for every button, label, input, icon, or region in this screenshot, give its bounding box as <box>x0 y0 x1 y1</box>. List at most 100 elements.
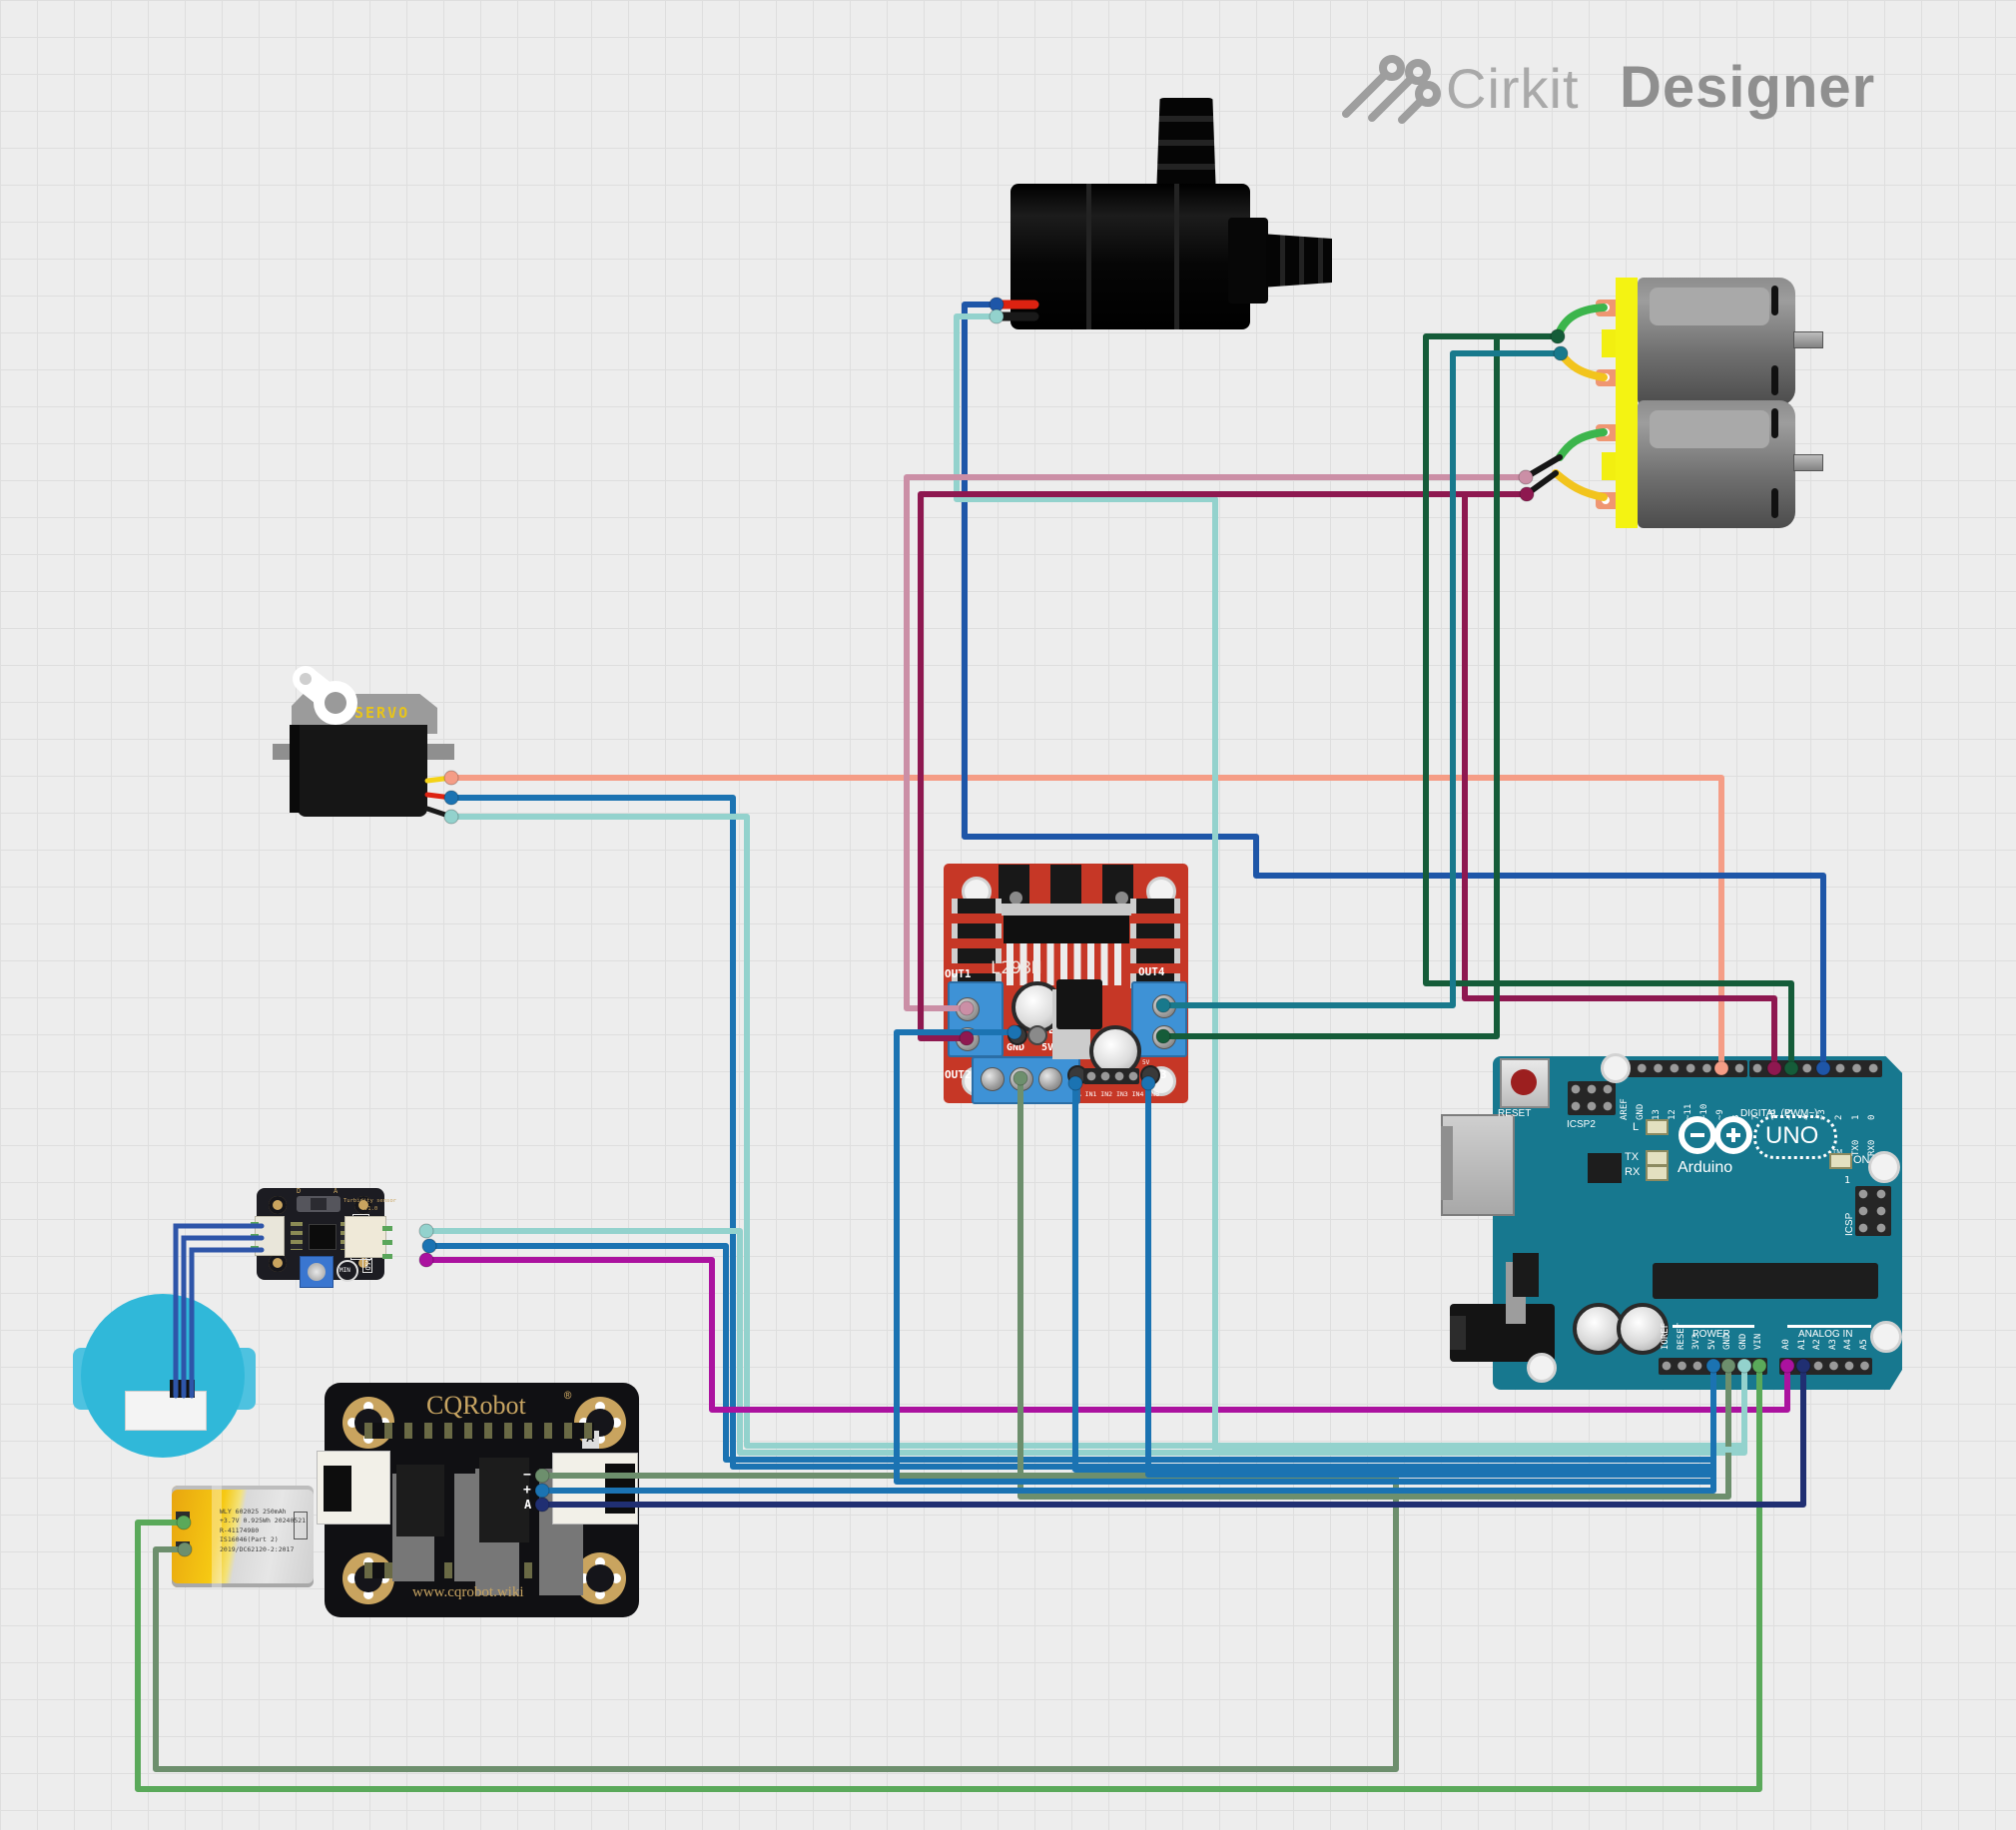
junction-dot-29[interactable] <box>1155 997 1171 1013</box>
junction-dot-30[interactable] <box>1155 1028 1171 1044</box>
heatsink-bar <box>1002 904 1131 915</box>
junction-dot-27[interactable] <box>959 1000 975 1016</box>
turb-hole-tr <box>354 1196 372 1214</box>
junction-dot-25[interactable] <box>1779 1358 1795 1374</box>
junction-dot-6[interactable] <box>1553 345 1569 361</box>
wire-turbidity-gnd-to-gnd[interactable] <box>423 1228 1747 1456</box>
junction-dot-8[interactable] <box>1519 486 1535 502</box>
junction-dot-20[interactable] <box>1815 1060 1831 1076</box>
digital-header-left[interactable] <box>1618 1060 1747 1077</box>
junction-dot-22[interactable] <box>1720 1358 1736 1374</box>
junction-dot-0[interactable] <box>443 770 459 786</box>
icsp2-header[interactable] <box>1568 1081 1616 1115</box>
5ven-pin2[interactable] <box>1027 1025 1047 1045</box>
motor2-body-highlight <box>1650 410 1769 448</box>
junction-dot-5[interactable] <box>1550 328 1566 344</box>
cq-hole-br <box>574 1552 626 1604</box>
dc-motor-1[interactable] <box>1594 278 1825 405</box>
servo-label: SERVO <box>354 704 410 722</box>
wire-motor1-pos-to-pin5[interactable] <box>1423 333 1794 1071</box>
junction-dot-23[interactable] <box>1736 1358 1752 1374</box>
da-switch[interactable] <box>297 1196 340 1212</box>
servo-motor[interactable]: SERVO <box>260 649 469 839</box>
junction-dot-33[interactable] <box>1067 1075 1083 1091</box>
wire-5ven-to-5v[interactable] <box>894 1029 1716 1485</box>
da-switch-knob[interactable] <box>311 1198 327 1210</box>
lead-motor2-green-lead[interactable] <box>1556 428 1608 461</box>
lipo-battery[interactable]: WLY 602025 250mAh +3.7V 0.925Wh 20240521… <box>172 1486 314 1587</box>
wire-pump-neg-to-gnd[interactable] <box>954 313 1747 1453</box>
lead-probe-wire-3[interactable] <box>189 1247 265 1399</box>
battery-line3: R-41174980 <box>220 1525 260 1534</box>
pot-screw[interactable] <box>308 1263 326 1281</box>
junction-dot-13[interactable] <box>534 1483 550 1499</box>
wire-motor2-pos-to-out1[interactable] <box>904 474 1529 1011</box>
arduino-uno[interactable]: RESET ICSP2 POWER ANALOG IN DIGITAL (PWM… <box>1441 1053 1910 1393</box>
junction-dot-17[interactable] <box>1713 1060 1729 1076</box>
junction-dot-32[interactable] <box>1007 1024 1022 1040</box>
wire-battery-neg-to-cqrobot[interactable] <box>153 1473 1399 1772</box>
junction-dot-18[interactable] <box>1766 1060 1782 1076</box>
lead-probe-wire-2[interactable] <box>181 1235 265 1399</box>
junction-dot-4[interactable] <box>989 308 1005 324</box>
transistor <box>1056 979 1102 1029</box>
junction-dot-10[interactable] <box>421 1238 437 1254</box>
wire-servo-gnd-to-gnd[interactable] <box>448 814 1747 1449</box>
turb-right-connector[interactable] <box>344 1216 386 1258</box>
motor2-slot2 <box>1771 488 1778 518</box>
water-pump[interactable] <box>989 90 1348 339</box>
heatsink-screw1 <box>1009 892 1022 905</box>
junction-dot-14[interactable] <box>534 1497 550 1513</box>
junction-dot-2[interactable] <box>443 809 459 825</box>
turbidity-probe[interactable] <box>70 1288 260 1458</box>
lead-probe-wire-1[interactable] <box>173 1223 265 1399</box>
pump-body-seam2 <box>1174 184 1179 329</box>
junction-dot-1[interactable] <box>443 790 459 806</box>
cq-left-connector[interactable] <box>317 1451 390 1525</box>
junction-dot-15[interactable] <box>176 1515 192 1530</box>
junction-dot-31[interactable] <box>1012 1070 1028 1086</box>
junction-dot-16[interactable] <box>177 1541 193 1557</box>
junction-dot-19[interactable] <box>1783 1060 1799 1076</box>
reset-button[interactable] <box>1500 1058 1550 1108</box>
junction-dot-28[interactable] <box>959 1030 975 1046</box>
junction-dot-26[interactable] <box>1795 1358 1811 1374</box>
input-header[interactable] <box>1083 1068 1139 1084</box>
junction-dot-21[interactable] <box>1705 1358 1721 1374</box>
wire-motor1-pos-to-out3[interactable] <box>1163 333 1561 1039</box>
junction-dot-11[interactable] <box>418 1252 434 1268</box>
wire-turbidity-signal-to-a0[interactable] <box>423 1257 1790 1413</box>
wire-motor2-neg-to-pin6[interactable] <box>1462 491 1777 1071</box>
wire-turbidity-power-to-5v[interactable] <box>426 1243 1716 1463</box>
cirkit-designer-logo: Cirkit Designer <box>1328 48 1947 128</box>
junction-dot-12[interactable] <box>534 1468 550 1484</box>
reset-button-cap[interactable] <box>1511 1069 1537 1095</box>
junction-dot-24[interactable] <box>1751 1358 1767 1374</box>
cq-ic2 <box>479 1458 529 1542</box>
heatsink-tab2 <box>1050 865 1081 909</box>
diode-l3 <box>952 948 1002 963</box>
wire-l298-gnd-to-gnd[interactable] <box>1017 1081 1731 1500</box>
wire-servo-power-to-5v[interactable] <box>448 795 1716 1470</box>
l298n-driver[interactable]: L298N OUT1 OUT2 OUT4 OUT3 12V GND 5V 5VE… <box>944 864 1188 1104</box>
wire-servo-signal-to-pin9[interactable] <box>448 775 1724 1071</box>
junction-dot-7[interactable] <box>1518 469 1534 485</box>
icsp-header[interactable] <box>1855 1186 1891 1236</box>
lead-motor2-yellow-lead[interactable] <box>1552 469 1608 501</box>
wire-battery-pos-to-vin[interactable] <box>135 1363 1762 1792</box>
dc-motor-2[interactable] <box>1594 400 1825 528</box>
wire-motor2-neg-to-out2[interactable] <box>918 491 1530 1041</box>
out1-label: OUT1 <box>945 967 972 980</box>
wire-motor1-neg-to-out4[interactable] <box>1163 350 1564 1008</box>
rx-label: RX <box>1625 1166 1641 1178</box>
turbidity-pot[interactable] <box>300 1256 334 1288</box>
wire-enb-to-5v[interactable] <box>1145 1080 1716 1478</box>
lead-motor1-green-lead[interactable] <box>1554 304 1608 340</box>
junction-dot-34[interactable] <box>1140 1075 1156 1091</box>
digital-header-right[interactable] <box>1749 1060 1882 1077</box>
cq-smd-bottom <box>364 1562 544 1578</box>
junction-dot-9[interactable] <box>418 1223 434 1239</box>
wire-cqrobot-a-to-a1[interactable] <box>539 1363 1806 1508</box>
wire-pump-pos-to-pin3[interactable] <box>962 302 1826 1071</box>
